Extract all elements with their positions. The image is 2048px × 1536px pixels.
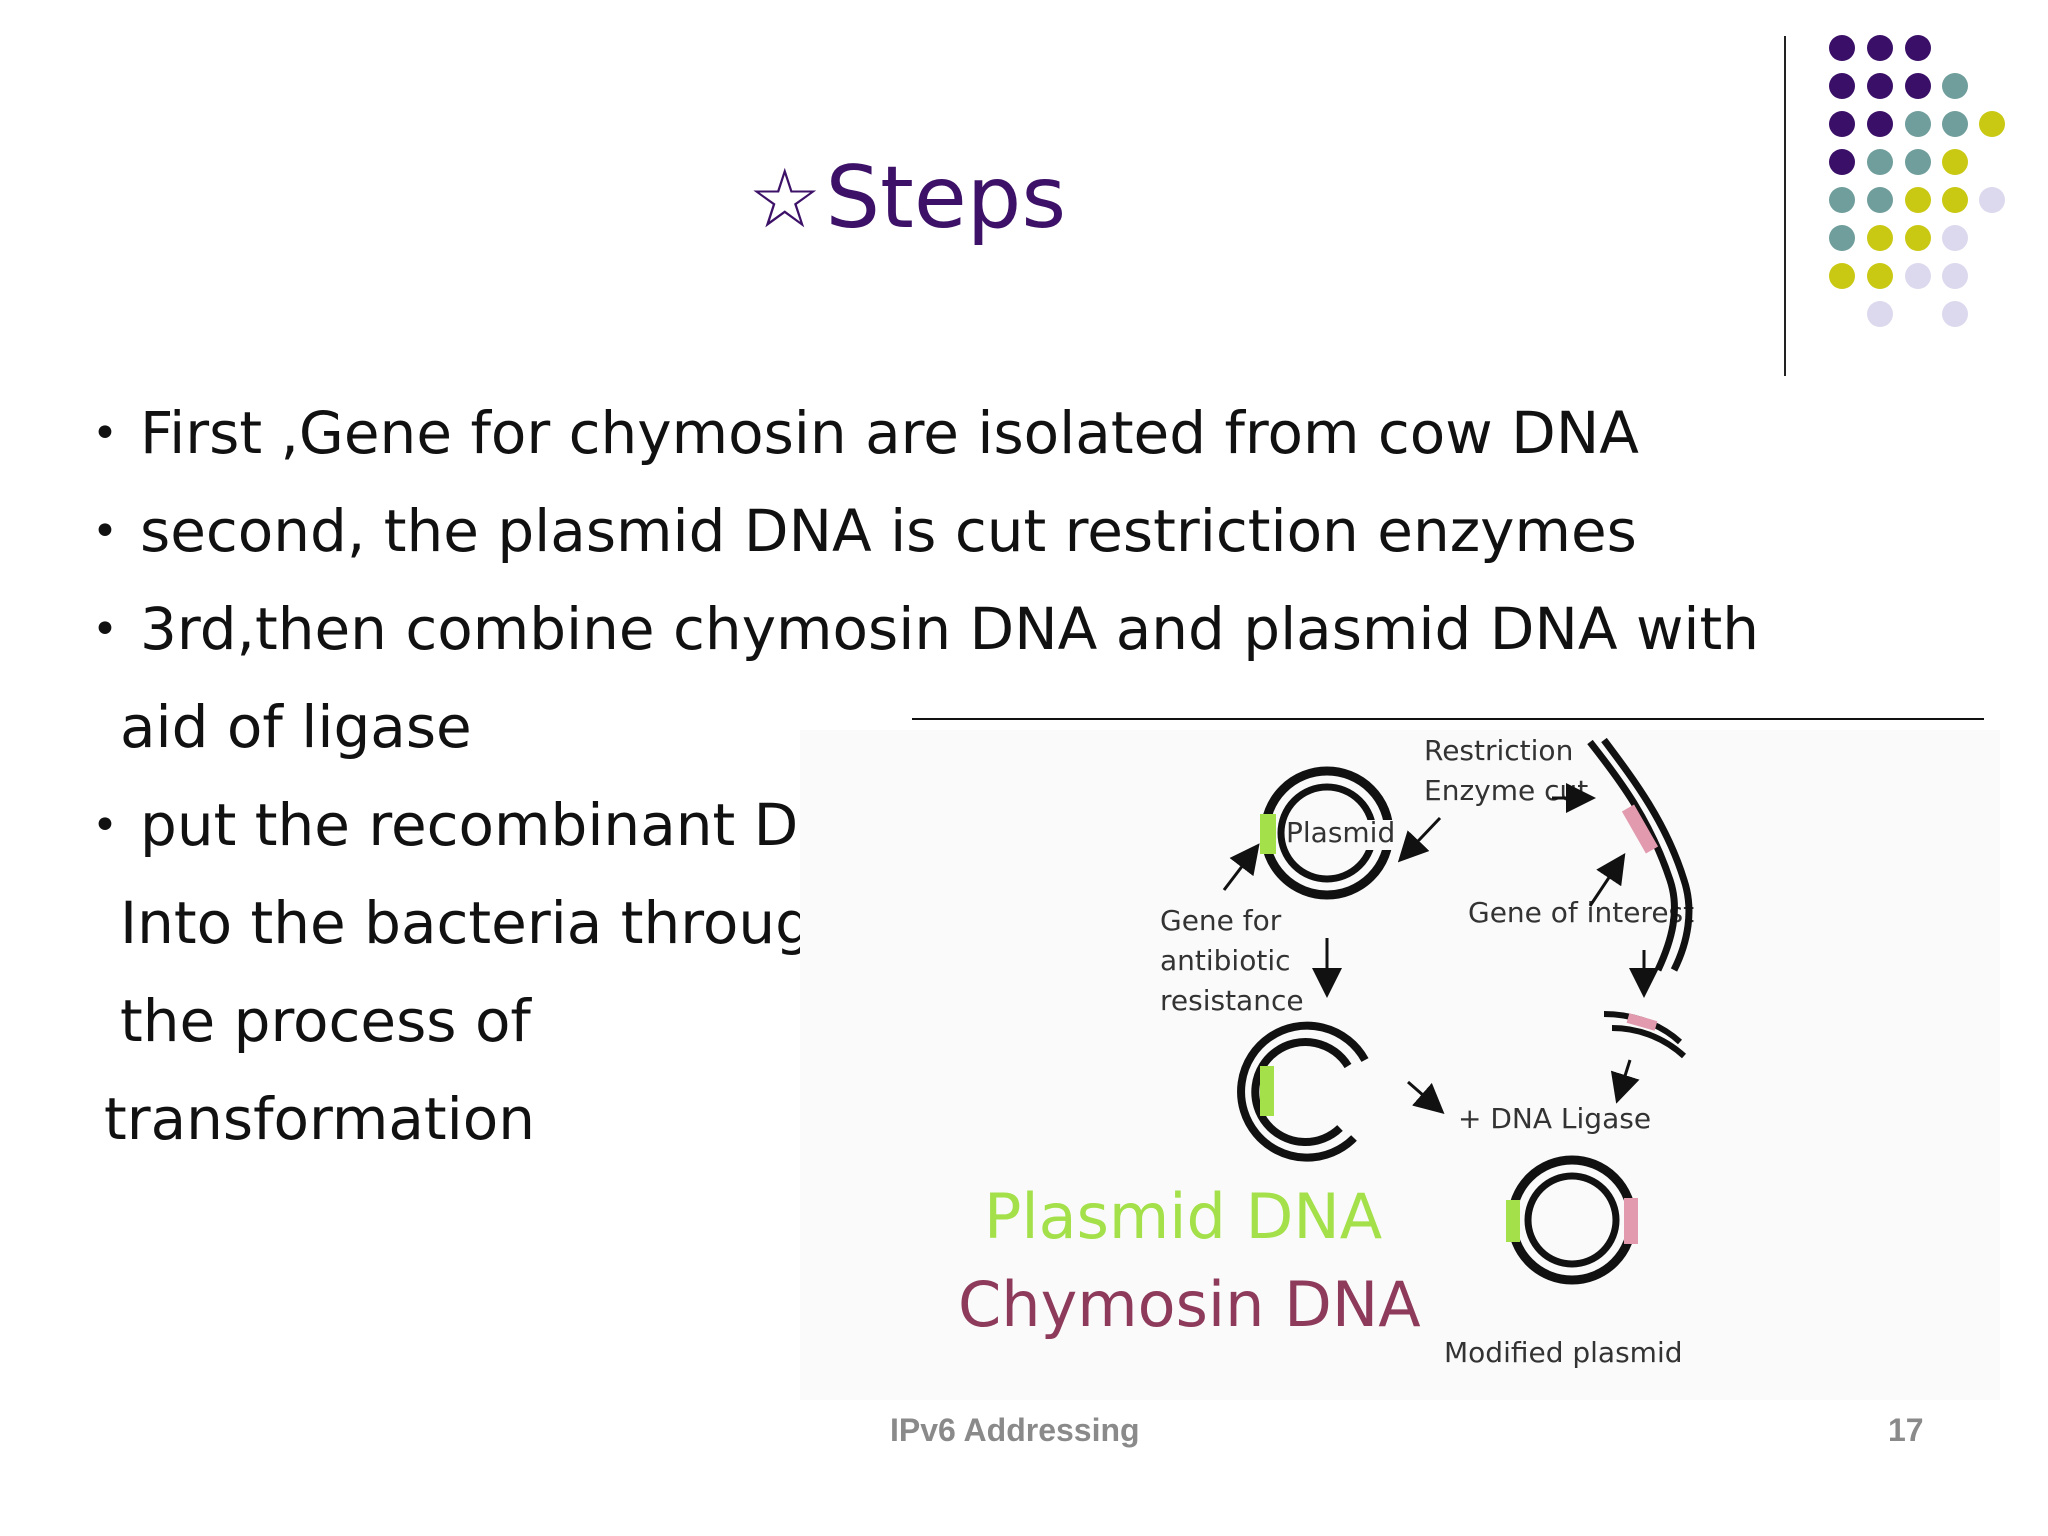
modified-plasmid-label: Modified plasmid [1444, 1336, 1683, 1369]
bullet-4-line-4: transformation [104, 1085, 535, 1153]
plasmid-diagram: Plasmid Restriction Enzyme cut Gene for … [800, 730, 2000, 1400]
arrow-to-gene-region [1222, 843, 1260, 891]
gene-fragment [1603, 1011, 1687, 1059]
donor-dna-strand [1587, 737, 1693, 972]
bullet-4-line-2: Into the bacteria through [120, 889, 849, 957]
decorative-dot [1829, 263, 1855, 289]
decorative-dot [1867, 225, 1893, 251]
opened-plasmid [1237, 1021, 1369, 1162]
decorative-dot [1942, 187, 1968, 213]
decorative-dot [1942, 73, 1968, 99]
decorative-dot [1829, 149, 1855, 175]
decorative-dot [1829, 111, 1855, 137]
decorative-dot [1867, 35, 1893, 61]
plasmid-ring: Plasmid [1260, 766, 1418, 900]
image-top-rule [912, 718, 1984, 720]
bullet-marker: • [92, 506, 118, 557]
arrow-to-ligase-right [1610, 1059, 1640, 1104]
decorative-dot [1905, 111, 1931, 137]
dna-ligase-label: + DNA Ligase [1458, 1102, 1651, 1135]
plasmid-label: Plasmid [1286, 816, 1395, 849]
decorative-dot [1867, 263, 1893, 289]
decorative-dot [1829, 73, 1855, 99]
decorative-dot [1829, 225, 1855, 251]
footer-title: IPv6 Addressing [890, 1412, 1140, 1448]
decorative-dot-grid [1829, 35, 2005, 327]
decorative-dot [1905, 225, 1931, 251]
arrow-to-gene-of-interest [1588, 853, 1626, 907]
restriction-label-line-1: Restriction [1424, 734, 1573, 767]
decorative-dot [1829, 187, 1855, 213]
decorative-dot [1979, 187, 2005, 213]
decorative-dot [1905, 187, 1931, 213]
decorative-dot [1942, 225, 1968, 251]
decorative-dot [1942, 263, 1968, 289]
page-number: 17 [1888, 1412, 1924, 1448]
decorative-dot [1979, 111, 2005, 137]
decorative-dot [1867, 187, 1893, 213]
decorative-dot [1867, 73, 1893, 99]
slide-title: ☆Steps [748, 148, 1067, 248]
decorative-dot [1867, 111, 1893, 137]
gene-of-interest-label: Gene of interest [1468, 896, 1694, 929]
plasmid-diagram-svg: Plasmid Restriction Enzyme cut Gene for … [800, 730, 2000, 1400]
bullet-2-text: second, the plasmid DNA is cut restricti… [140, 497, 1637, 565]
decorative-dot [1829, 35, 1855, 61]
gene-resistance-label-line-2: antibiotic [1160, 944, 1291, 977]
decorative-dot [1867, 301, 1893, 327]
bullet-marker: • [92, 408, 118, 459]
arrow-to-ligase-left [1407, 1080, 1445, 1114]
legend-plasmid-dna: Plasmid DNA [984, 1180, 1382, 1253]
decorative-dot [1905, 149, 1931, 175]
decorative-divider [1784, 36, 1786, 376]
gene-resistance-label-line-3: resistance [1160, 984, 1304, 1017]
bullet-3-line-1: 3rd,then combine chymosin DNA and plasmi… [140, 595, 1760, 663]
modified-plasmid [1506, 1155, 1638, 1285]
decorative-dot [1905, 35, 1931, 61]
decorative-dot [1942, 149, 1968, 175]
decorative-dot [1905, 263, 1931, 289]
decorative-dot [1905, 73, 1931, 99]
bullet-marker: • [92, 800, 118, 851]
bullet-3-line-2: aid of ligase [120, 693, 472, 761]
bullet-1-text: First ,Gene for chymosin are isolated fr… [140, 399, 1639, 467]
restriction-label-line-2: Enzyme cut [1424, 774, 1588, 807]
bullet-marker: • [92, 604, 118, 655]
bullet-4-line-1: put the recombinant DNA [140, 791, 882, 859]
decorative-dot [1867, 149, 1893, 175]
decorative-dot [1942, 111, 1968, 137]
decorative-dot [1942, 301, 1968, 327]
star-outline-icon: ☆ [748, 152, 822, 247]
legend-chymosin-dna: Chymosin DNA [958, 1268, 1421, 1341]
bullet-4-line-3: the process of [120, 987, 531, 1055]
arrow-to-plasmid [1397, 816, 1442, 863]
gene-resistance-label-line-1: Gene for [1160, 904, 1282, 937]
